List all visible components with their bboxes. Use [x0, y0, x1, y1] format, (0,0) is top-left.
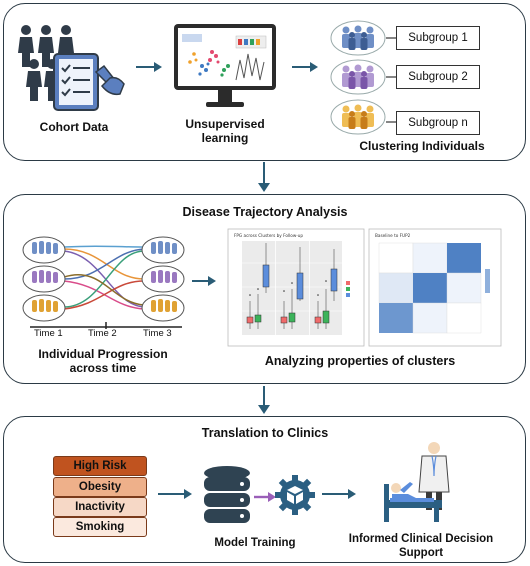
clinical-decision-label: Informed Clinical Decision Support: [348, 533, 494, 559]
cluster-blue-icon: [330, 20, 386, 56]
arrow-learning-to-clusters: [292, 62, 318, 72]
heatmap-title: Baseline to FUP2: [375, 233, 411, 238]
database-icon: [204, 466, 250, 523]
time-3-label: Time 3: [143, 328, 172, 339]
risk-inactivity: Inactivity: [53, 497, 147, 517]
arrow-trajectory-to-properties: [192, 276, 216, 286]
model-training-label: Model Training: [214, 537, 296, 549]
model-gear-icon: [275, 475, 315, 515]
cohort-people-icon: [18, 25, 125, 111]
unsupervised-learning-label: Unsupervised learning: [185, 117, 265, 145]
risk-high-risk: High Risk: [53, 456, 147, 476]
clustering-individuals-label: Clustering Individuals: [359, 139, 485, 153]
individual-progression-label: Individual Progression across time: [38, 347, 168, 375]
arrow-model-to-clinic: [322, 489, 356, 499]
time-2-label: Time 2: [88, 328, 117, 339]
trajectory-diagram: [22, 236, 185, 329]
translation-clinics-title: Translation to Clinics: [201, 426, 329, 440]
subgroup-n-box: Subgroup n: [396, 111, 480, 135]
cluster-purple-icon: [330, 59, 386, 95]
disease-trajectory-title: Disease Trajectory Analysis: [182, 205, 348, 219]
cluster-orange-icon: [330, 99, 386, 135]
arrow-panel1-to-panel2: [258, 162, 270, 192]
arrow-db-to-cube: [254, 492, 276, 502]
arrow-panel2-to-panel3: [258, 386, 270, 414]
time-1-label: Time 1: [34, 328, 63, 339]
subgroup-1-box: Subgroup 1: [396, 26, 480, 50]
boxplot-title: FPG across Clusters by Follow-up: [234, 233, 303, 238]
subgroup-2-box: Subgroup 2: [396, 65, 480, 89]
doctor-patient-icon: [384, 442, 450, 522]
monitor-icon: [174, 24, 276, 107]
cohort-data-label: Cohort Data: [39, 120, 109, 134]
arrow-cohort-to-learning: [136, 62, 162, 72]
risk-obesity: Obesity: [53, 477, 147, 497]
arrow-risk-to-model: [158, 489, 192, 499]
heatmap-panel: Baseline to FUP2: [368, 228, 502, 347]
cluster-subgroup-connectors: [386, 37, 396, 123]
analyzing-properties-label: Analyzing properties of clusters: [264, 354, 456, 368]
boxplot-panel: FPG across Clusters by Follow-up: [227, 228, 365, 347]
risk-smoking: Smoking: [53, 517, 147, 537]
